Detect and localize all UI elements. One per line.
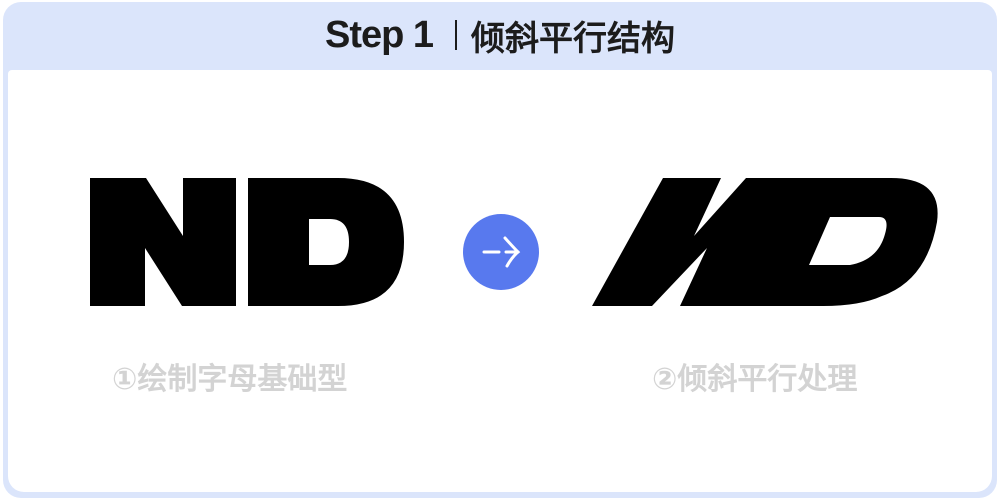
caption-slant-parallel: ②倾斜平行处理 <box>652 362 858 397</box>
upright-d-glyph <box>248 178 404 306</box>
arrow-merge-icon <box>482 236 521 268</box>
step-title: 倾斜平行结构 <box>471 19 676 58</box>
card-header: Step 1 倾斜平行结构 <box>3 2 997 68</box>
caption-basic-form: ①绘制字母基础型 <box>112 362 348 397</box>
transform-arrow <box>463 214 539 290</box>
header-divider <box>455 20 458 50</box>
slanted-n-glyph <box>592 178 799 306</box>
upright-n-glyph <box>90 178 236 306</box>
slanted-d-glyph <box>737 178 938 306</box>
letterforms <box>90 178 938 306</box>
step-label: Step 1 <box>324 13 434 56</box>
step-card: Step 1 倾斜平行结构 ①绘制字母基础型 ②倾斜平行处理 <box>3 2 997 498</box>
content-panel: ①绘制字母基础型 ②倾斜平行处理 <box>8 70 992 492</box>
